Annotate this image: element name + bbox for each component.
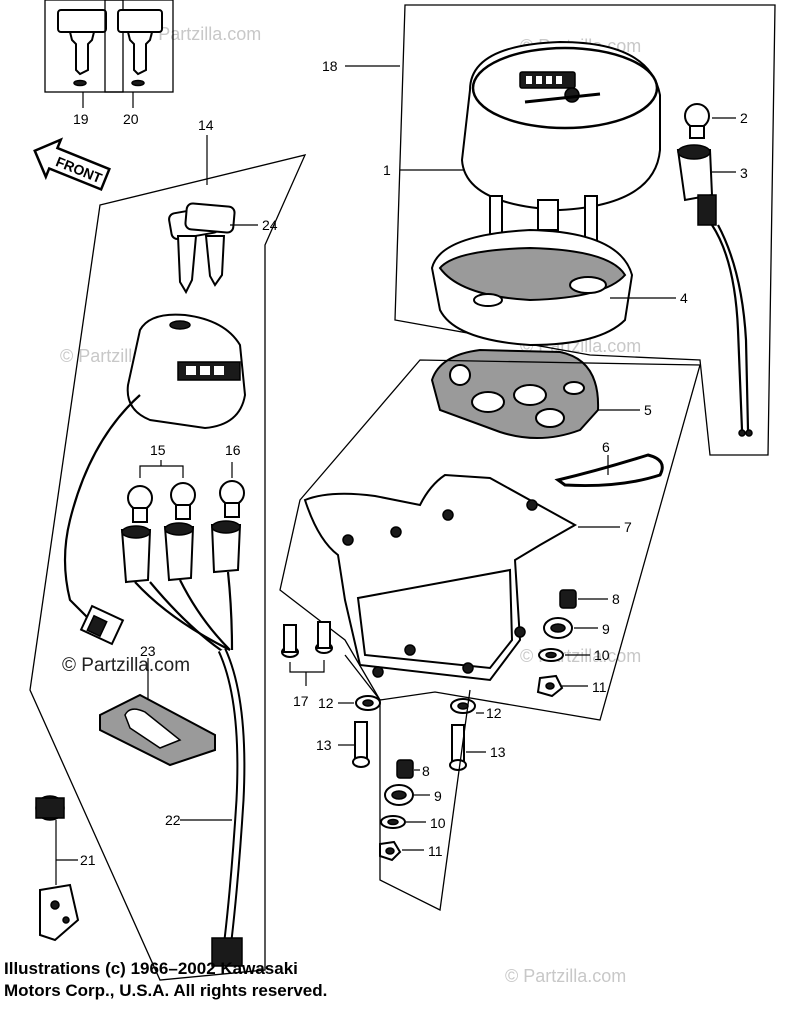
gasket-5 [430,348,600,439]
bolt-13-left [352,721,370,768]
spacer-8-top [559,589,577,609]
harness-connector [211,937,243,967]
callout-7: 7 [624,519,632,535]
callout-11-lower: 11 [428,843,443,859]
callout-11: 11 [592,679,607,695]
speedometer-1 [460,40,661,247]
callout-12-left: 12 [318,695,334,711]
switch-wire [63,394,141,621]
watermark-dark: © Partzilla.com [62,655,190,676]
callout-15: 15 [150,442,166,458]
switch-connector [79,604,125,646]
callout-6: 6 [602,439,610,455]
grommet-9-lower [384,784,414,806]
bracket-7 [303,473,578,682]
callout-17: 17 [293,693,309,709]
callout-12-right: 12 [486,705,502,721]
callout-13-left: 13 [316,737,332,753]
group-box-bracket [279,359,701,721]
key-19 [44,0,124,108]
nut-11-top [536,674,564,698]
callout-8: 8 [612,591,620,607]
socket-3 [676,144,717,226]
copyright-line-2: Motors Corp., U.S.A. All rights reserved… [4,981,328,1000]
clip-6 [554,453,664,488]
bulb-15a [120,485,153,584]
lock-cylinder-21 [35,795,80,942]
screw-17a [281,624,299,658]
group-box-18 [394,4,776,456]
callout-16: 16 [225,442,241,458]
bulb-16 [210,480,245,574]
washer-12-left [355,695,381,711]
callout-10: 10 [594,647,610,663]
callout-9-lower: 9 [434,788,442,804]
callout-22: 22 [165,812,181,828]
callout-21: 21 [80,852,96,868]
callout-10-lower: 10 [430,815,446,831]
callout-20: 20 [123,111,139,127]
ignition-keys-24 [168,202,236,295]
callout-19: 19 [73,111,89,127]
washer-10-top [538,648,564,662]
spacer-8-lower [396,759,414,779]
group-box-14 [29,154,307,981]
bulb-2 [684,103,710,139]
callout-2: 2 [740,110,748,126]
callout-1: 1 [383,162,391,178]
bulb-15b [163,482,196,582]
callout-3: 3 [740,165,748,181]
callout-18: 18 [322,58,338,74]
key-20 [104,0,174,108]
callout-13-right: 13 [490,744,506,760]
bolt-13-right [449,724,467,771]
meter-housing-4 [430,228,634,347]
callout-5: 5 [644,402,652,418]
screw-17b [315,621,333,654]
callout-23: 23 [140,643,156,659]
nut-11-lower [379,840,402,862]
callout-24: 24 [262,217,278,233]
callout-8-lower: 8 [422,763,430,779]
washer-10-lower [380,815,406,829]
callout-4: 4 [680,290,688,306]
ignition-switch [126,313,247,430]
callout-14: 14 [198,117,214,133]
gasket-23 [99,693,216,767]
copyright-notice: Illustrations (c) 1966–2002 Kawasaki Mot… [4,958,524,1002]
callout-9: 9 [602,621,610,637]
watermark: © Partzilla.com [140,24,261,44]
front-arrow-icon: FRONT [33,137,111,192]
copyright-line-1: Illustrations (c) 1966–2002 Kawasaki [4,959,298,978]
watermark: © Partzilla.com [505,966,626,986]
washer-12-right [450,698,476,714]
group-box-lower [344,654,471,911]
grommet-9-top [543,617,573,639]
